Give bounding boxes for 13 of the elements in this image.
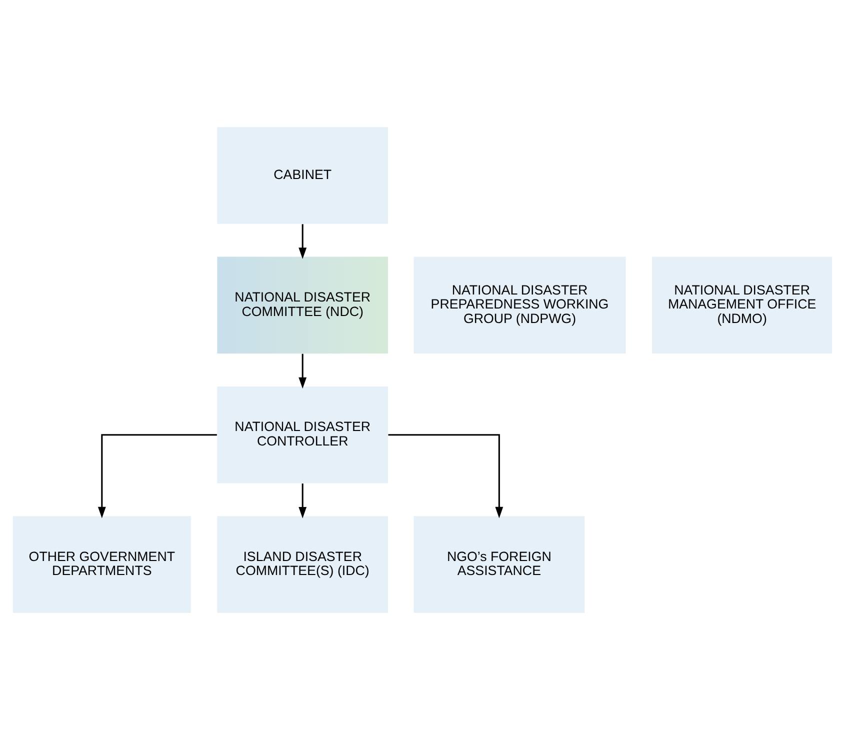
node-box: OTHER GOVERNMENT DEPARTMENTS [12, 516, 191, 613]
node-box: NATIONAL DISASTER COMMITTEE (NDC) [217, 256, 388, 354]
node-box: ISLAND DISASTER COMMITTEE(S) (IDC) [217, 516, 388, 613]
arrow [298, 354, 307, 389]
arrow [388, 434, 504, 518]
node-box: NGO’s FOREIGN ASSISTANCE [414, 516, 585, 613]
arrow [298, 224, 307, 259]
node-box: CABINET [217, 127, 388, 224]
arrow [298, 484, 307, 518]
node-box: NATIONAL DISASTER PREPAREDNESS WORKING GROUP (NDPWG) [414, 256, 626, 354]
arrow [98, 434, 217, 518]
node-box: NATIONAL DISASTER MANAGEMENT OFFICE (NDMO) [652, 256, 832, 354]
node-box: NATIONAL DISASTER CONTROLLER [217, 386, 388, 484]
